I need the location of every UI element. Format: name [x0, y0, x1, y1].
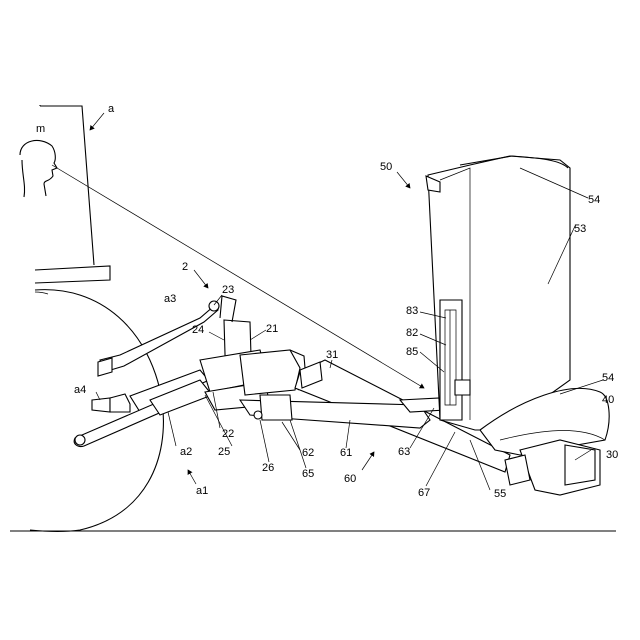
label-m: m [36, 123, 45, 135]
label-24: 24 [192, 324, 204, 336]
label-2: 2 [182, 261, 188, 273]
label-62: 62 [302, 447, 314, 459]
label-83: 83 [406, 305, 418, 317]
label-23: 23 [222, 284, 234, 296]
label-21: 21 [266, 323, 278, 335]
label-22: 22 [222, 428, 234, 440]
label-30: 30 [606, 449, 618, 461]
label-53: 53 [574, 223, 586, 235]
label-26: 26 [262, 462, 274, 474]
label-a1: a1 [196, 485, 208, 497]
operator-head [20, 140, 57, 197]
label-50: 50 [380, 161, 392, 173]
label-55: 55 [494, 488, 506, 500]
label-40: 40 [602, 394, 614, 406]
tractor-cab [35, 105, 110, 283]
label-65: 65 [302, 468, 314, 480]
label-60: 60 [344, 473, 356, 485]
label-61: 61 [340, 447, 352, 459]
label-a: a [108, 103, 115, 115]
label-31: 31 [326, 349, 338, 361]
label-a2: a2 [180, 446, 192, 458]
label-25: 25 [218, 446, 230, 458]
label-63: 63 [398, 446, 410, 458]
label-a4: a4 [74, 384, 86, 396]
label-82: 82 [406, 327, 418, 339]
label-67: 67 [418, 487, 430, 499]
label-54-top: 54 [588, 194, 600, 206]
label-a3: a3 [164, 293, 176, 305]
main-frame [200, 296, 306, 410]
label-85: 85 [406, 346, 418, 358]
label-54-mid: 54 [602, 372, 614, 384]
